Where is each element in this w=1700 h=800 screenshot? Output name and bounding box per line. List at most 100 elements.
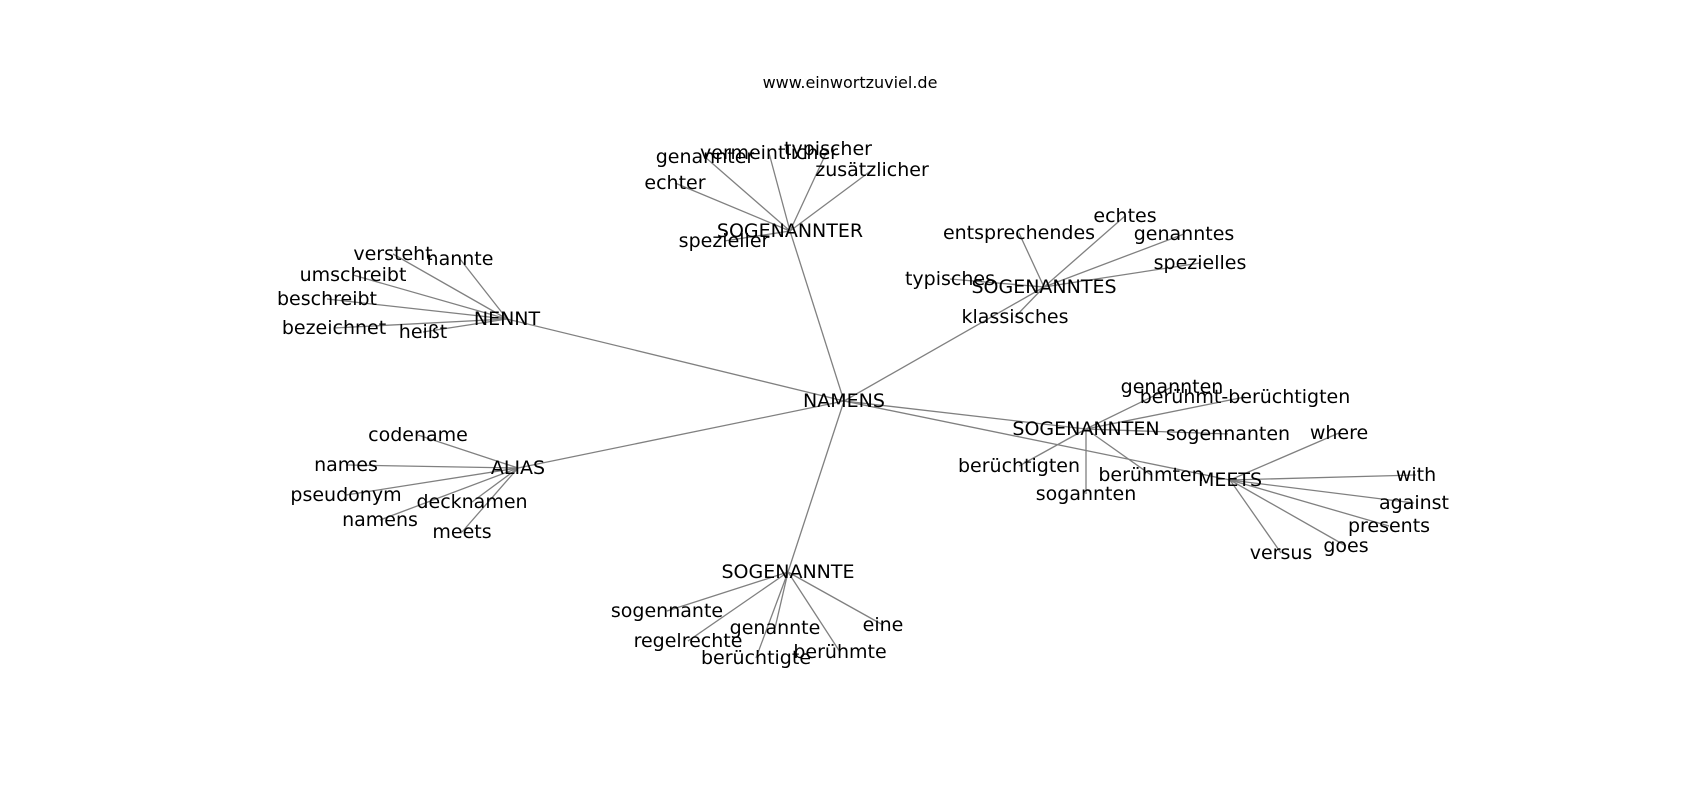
- edge-alias-decknamen: [471, 467, 519, 503]
- edge-sogenannter-echter: [674, 182, 791, 232]
- node-label-sogenannte: SOGENANNTE: [722, 561, 855, 583]
- node-label-sogennante: sogennante: [611, 600, 723, 622]
- edge-nennt-heisst: [422, 318, 508, 333]
- node-label-spezieller: spezieller: [679, 230, 770, 252]
- node-label-decknamen: decknamen: [416, 491, 527, 513]
- node-label-genannte: genannte: [730, 617, 821, 639]
- node-label-sogenanntes: SOGENANNTES: [971, 276, 1116, 298]
- edge-meets-with: [1229, 474, 1417, 481]
- edge-sogenannte-sogennante: [666, 571, 789, 612]
- edge-sogenannte-beruechtigte: [755, 571, 789, 659]
- node-label-typischer: typischer: [784, 138, 872, 160]
- node-label-nennt: NENNT: [474, 308, 541, 330]
- edge-sogenannte-regelrechte: [687, 571, 789, 642]
- node-label-typisches: typisches: [905, 268, 995, 290]
- node-label-umschreibt: umschreibt: [300, 264, 407, 286]
- edge-namens-meets: [843, 400, 1231, 481]
- node-label-beschreibt: beschreibt: [277, 288, 377, 310]
- edge-sogenannte-genannte: [774, 571, 789, 629]
- node-label-where: where: [1310, 422, 1368, 444]
- node-label-codename: codename: [368, 424, 468, 446]
- edge-sogenanntes-typisches: [949, 278, 1045, 288]
- edge-alias-pseudonym: [345, 467, 519, 496]
- edge-sogenannter-genannter: [704, 156, 791, 232]
- edge-meets-against: [1229, 479, 1415, 504]
- edge-sogenannten-beruehmten: [1085, 428, 1152, 476]
- node-label-echter: echter: [644, 172, 705, 194]
- edge-alias-codename: [417, 434, 519, 469]
- node-label-against: against: [1379, 492, 1449, 514]
- edge-namens-sogenannte: [787, 400, 845, 573]
- node-label-klassisches: klassisches: [962, 306, 1069, 328]
- node-label-regelrechte: regelrechte: [634, 630, 743, 652]
- node-label-beruechtigten: berüchtigten: [958, 455, 1080, 477]
- node-label-versus: versus: [1250, 542, 1313, 564]
- node-label-beruehmte: berühmte: [793, 641, 886, 663]
- node-label-beruehmten: berühmten: [1098, 464, 1203, 486]
- edge-namens-nennt: [506, 318, 845, 402]
- node-label-alias: ALIAS: [491, 457, 545, 479]
- node-label-meets: meets: [432, 521, 491, 543]
- node-label-pseudonym: pseudonym: [290, 484, 401, 506]
- node-label-nannte: nannte: [427, 248, 494, 270]
- edge-sogenannten-beruehmt-beruechtigten: [1085, 396, 1246, 430]
- edge-meets-goes: [1229, 479, 1347, 547]
- edge-sogenanntes-klassisches: [1014, 286, 1045, 318]
- node-label-genannter: genannter: [656, 146, 755, 168]
- node-label-vermeintlicher: vermeintlicher: [700, 142, 838, 164]
- edge-sogenanntes-genanntes: [1043, 233, 1185, 288]
- edge-meets-presents: [1229, 479, 1390, 527]
- edge-sogenannter-zusaetzlicher: [789, 169, 873, 232]
- node-label-echtes: echtes: [1093, 205, 1156, 227]
- node-label-namens: NAMENS: [803, 390, 885, 412]
- node-label-entsprechendes: entsprechendes: [943, 222, 1095, 244]
- node-label-eine: eine: [863, 614, 904, 636]
- edge-nennt-beschreibt: [326, 298, 508, 320]
- node-label-bezeichnet: bezeichnet: [282, 317, 386, 339]
- node-label-beruehmt-beruechtigten: berühmt-berüchtigten: [1140, 386, 1351, 408]
- edge-sogenannte-eine: [787, 571, 884, 626]
- node-label-goes: goes: [1323, 535, 1368, 557]
- edge-sogenannten-beruechtigten: [1018, 428, 1087, 467]
- node-label-names: names: [314, 454, 378, 476]
- edge-namens-sogenanntes: [843, 286, 1045, 402]
- node-label-beruechtigte: berüchtigte: [701, 647, 811, 669]
- edge-sogenannter-vermeintlicher: [768, 152, 791, 232]
- edge-sogenanntes-entsprechendes: [1018, 232, 1045, 288]
- node-label-presents: presents: [1348, 515, 1430, 537]
- node-label-with: with: [1396, 464, 1436, 486]
- edge-alias-meets: [461, 467, 519, 533]
- node-label-spezielles: spezielles: [1154, 252, 1247, 274]
- node-label-versteht: versteht: [353, 243, 432, 265]
- edge-sogenannter-typischer: [789, 148, 829, 232]
- node-label-genanntes: genanntes: [1134, 223, 1235, 245]
- edge-namens-sogenannter: [789, 230, 845, 402]
- edge-sogenanntes-spezielles: [1043, 262, 1201, 288]
- edge-nennt-nannte: [459, 258, 508, 320]
- node-label-sogennanten: sogennanten: [1166, 423, 1290, 445]
- edge-sogenannter-spezieller: [723, 230, 791, 242]
- node-label-namens: namens: [342, 509, 418, 531]
- node-label-genannten: genannten: [1121, 376, 1224, 398]
- edge-namens-sogenannten: [843, 400, 1087, 430]
- node-label-meets: MEETS: [1198, 469, 1262, 491]
- edge-sogenanntes-echtes: [1043, 215, 1126, 288]
- edge-alias-names: [345, 464, 519, 469]
- node-label-sogannten: sogannten: [1036, 483, 1137, 505]
- site-title: www.einwortzuviel.de: [763, 73, 938, 92]
- edge-nennt-versteht: [392, 253, 508, 320]
- edge-nennt-bezeichnet: [333, 318, 508, 329]
- edge-meets-where: [1229, 432, 1340, 481]
- edge-sogenannten-genannten: [1085, 386, 1173, 430]
- edge-layer: [326, 148, 1417, 659]
- node-label-heisst: heißt: [399, 321, 447, 343]
- node-label-sogenannten: SOGENANNTEN: [1012, 418, 1159, 440]
- node-label-sogenannter: SOGENANNTER: [717, 220, 863, 242]
- edge-meets-versus: [1229, 479, 1282, 554]
- edge-sogenannte-beruehmte: [787, 571, 841, 653]
- edge-sogenannten-sogennanten: [1085, 428, 1229, 435]
- node-layer: NAMENS SOGENANNTER genanntervermeintlicher…: [277, 138, 1449, 669]
- edge-nennt-umschreibt: [352, 274, 508, 320]
- node-label-zusaetzlicher: zusätzlicher: [815, 159, 929, 181]
